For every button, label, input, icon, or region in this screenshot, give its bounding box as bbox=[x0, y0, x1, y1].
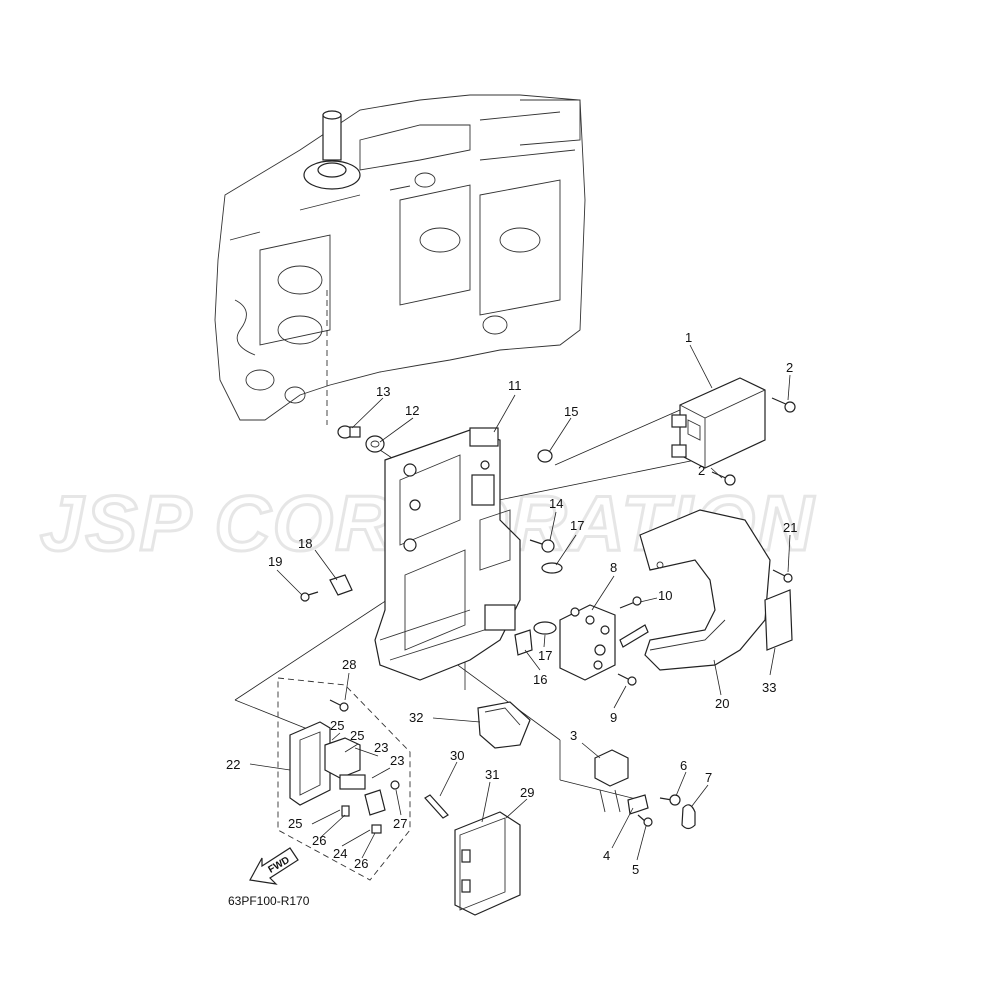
callouts: 1 2 2 3 4 5 6 7 8 9 10 11 12 13 14 15 16… bbox=[226, 330, 797, 877]
callout-4: 4 bbox=[603, 848, 610, 863]
electrical-bracket bbox=[374, 427, 521, 681]
callout-16: 16 bbox=[533, 672, 547, 687]
callout-29: 29 bbox=[520, 785, 534, 800]
callout-23: 23 bbox=[390, 753, 404, 768]
part-3-relay bbox=[594, 749, 629, 813]
callout-17: 17 bbox=[570, 518, 584, 533]
callout-10: 10 bbox=[658, 588, 672, 603]
callout-19: 19 bbox=[268, 554, 282, 569]
callout-6: 6 bbox=[680, 758, 687, 773]
callout-25: 25 bbox=[350, 728, 364, 743]
callout-32: 32 bbox=[409, 710, 423, 725]
callout-2: 2 bbox=[786, 360, 793, 375]
callout-17: 17 bbox=[538, 648, 552, 663]
part-20-cover bbox=[639, 509, 771, 671]
callout-18: 18 bbox=[298, 536, 312, 551]
part-18-19-clip-screw bbox=[300, 574, 353, 602]
callout-11: 11 bbox=[508, 378, 522, 393]
part-32-cover bbox=[477, 701, 531, 749]
callout-20: 20 bbox=[715, 696, 729, 711]
callout-21: 21 bbox=[783, 520, 797, 535]
part-29-31-junction-box bbox=[424, 794, 521, 916]
callout-33: 33 bbox=[762, 680, 776, 695]
part-21-screw bbox=[772, 569, 793, 583]
callout-30: 30 bbox=[450, 748, 464, 763]
callout-13: 13 bbox=[376, 384, 390, 399]
callout-14: 14 bbox=[549, 496, 563, 511]
diagram-reference: 63PF100-R170 bbox=[228, 894, 310, 908]
callout-12: 12 bbox=[405, 403, 419, 418]
part-33-label bbox=[764, 589, 793, 651]
callout-28: 28 bbox=[342, 657, 356, 672]
part-22-junction-box-group bbox=[277, 677, 411, 881]
callout-8: 8 bbox=[610, 560, 617, 575]
callout-7: 7 bbox=[705, 770, 712, 785]
engine-block bbox=[214, 94, 586, 421]
callout-26: 26 bbox=[312, 833, 326, 848]
callout-1: 1 bbox=[685, 330, 692, 345]
callout-25: 25 bbox=[330, 718, 344, 733]
callout-2: 2 bbox=[698, 463, 705, 478]
part-8-rectifier-regulator bbox=[559, 596, 649, 686]
callout-9: 9 bbox=[610, 710, 617, 725]
part-1-cdi-unit bbox=[671, 377, 766, 469]
leader-lines bbox=[249, 344, 791, 861]
callout-26: 26 bbox=[354, 856, 368, 871]
callout-23: 23 bbox=[374, 740, 388, 755]
part-16-17-clips bbox=[514, 621, 557, 656]
callout-31: 31 bbox=[485, 767, 499, 782]
part-12-13-14-15-mounts bbox=[337, 425, 563, 574]
callout-22: 22 bbox=[226, 757, 240, 772]
part-2-bolts bbox=[711, 397, 796, 486]
callout-25: 25 bbox=[288, 816, 302, 831]
callout-5: 5 bbox=[632, 862, 639, 877]
callout-24: 24 bbox=[333, 846, 347, 861]
guide-lines bbox=[234, 290, 721, 801]
part-4-5-6-7-fasteners bbox=[627, 794, 696, 830]
callout-15: 15 bbox=[564, 404, 578, 419]
callout-27: 27 bbox=[393, 816, 407, 831]
callout-3: 3 bbox=[570, 728, 577, 743]
fwd-arrow: FWD bbox=[249, 847, 299, 885]
